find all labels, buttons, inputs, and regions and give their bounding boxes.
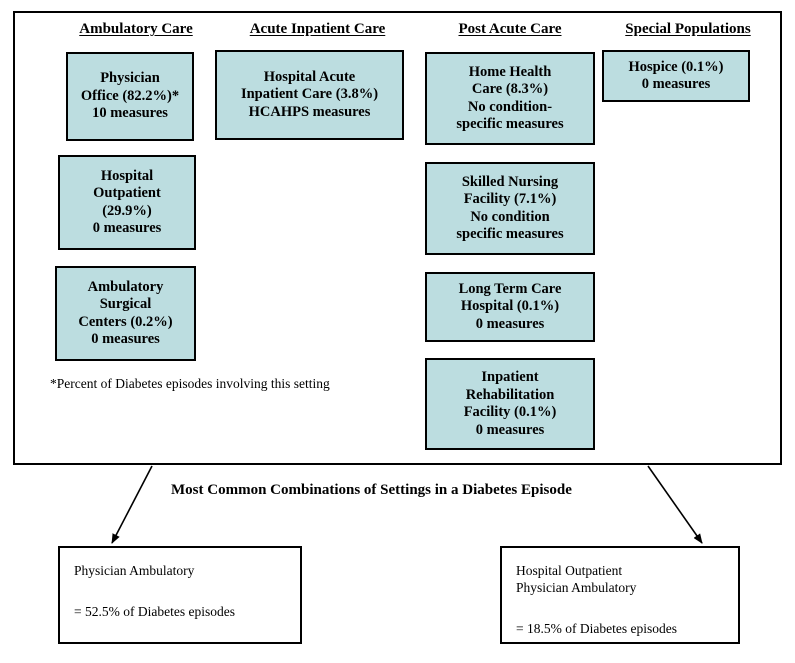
arrow-to-hospital-outpatient-physician-ambulatory [647,465,703,544]
setting-box-skilled-nursing-facility-label: Skilled Nursing Facility (7.1%) No condi… [456,173,564,243]
arrow-to-physician-ambulatory [111,465,153,544]
setting-box-hospice-label: Hospice (0.1%) 0 measures [628,58,724,93]
setting-box-physician-office-label: Physician Office (82.2%)* 10 measures [80,70,180,122]
combination-box-physician-ambulatory[interactable]: Physician Ambulatory = 52.5% of Diabetes… [58,546,302,644]
setting-box-inpatient-rehabilitation-facility-label: Inpatient Rehabilitation Facility (0.1%)… [463,369,557,438]
combination-share-hospital-outpatient-physician-ambulatory: = 18.5% of Diabetes episodes [516,621,677,636]
setting-box-hospital-acute-inpatient-care-label: Hospital Acute Inpatient Care (3.8%) HCA… [240,68,379,120]
column-header-special-populations: Special Populations [625,21,751,37]
setting-box-home-health-care[interactable]: Home Health Care (8.3%) No condition- sp… [425,52,595,145]
combination-share-physician-ambulatory: = 52.5% of Diabetes episodes [74,604,235,619]
setting-box-home-health-care-label: Home Health Care (8.3%) No condition- sp… [456,63,564,133]
combination-box-hospital-outpatient-physician-ambulatory[interactable]: Hospital Outpatient Physician Ambulatory… [500,546,740,644]
column-header-acute-inpatient-care: Acute Inpatient Care [249,21,386,37]
setting-box-hospice[interactable]: Hospice (0.1%) 0 measures [602,50,750,102]
mid-caption-common-combinations: Most Common Combinations of Settings in … [165,481,578,499]
combination-settings-hospital-outpatient-physician-ambulatory: Hospital Outpatient Physician Ambulatory [516,563,637,595]
setting-box-hospital-outpatient[interactable]: Hospital Outpatient (29.9%) 0 measures [58,155,196,250]
setting-box-long-term-care-hospital-label: Long Term Care Hospital (0.1%) 0 measure… [458,280,562,332]
setting-box-hospital-acute-inpatient-care[interactable]: Hospital Acute Inpatient Care (3.8%) HCA… [215,50,404,140]
footnote-percent-definition: *Percent of Diabetes episodes involving … [50,376,330,391]
setting-box-skilled-nursing-facility[interactable]: Skilled Nursing Facility (7.1%) No condi… [425,162,595,255]
setting-box-ambulatory-surgical-centers[interactable]: Ambulatory Surgical Centers (0.2%) 0 mea… [55,266,196,361]
setting-box-ambulatory-surgical-centers-label: Ambulatory Surgical Centers (0.2%) 0 mea… [78,278,173,348]
combination-settings-physician-ambulatory: Physician Ambulatory [74,563,195,578]
setting-box-hospital-outpatient-label: Hospital Outpatient (29.9%) 0 measures [92,167,162,237]
setting-box-long-term-care-hospital[interactable]: Long Term Care Hospital (0.1%) 0 measure… [425,272,595,342]
column-header-post-acute-care: Post Acute Care [458,21,562,37]
setting-box-physician-office[interactable]: Physician Office (82.2%)* 10 measures [66,52,194,141]
setting-box-inpatient-rehabilitation-facility[interactable]: Inpatient Rehabilitation Facility (0.1%)… [425,358,595,450]
column-header-ambulatory-care: Ambulatory Care [79,21,193,37]
